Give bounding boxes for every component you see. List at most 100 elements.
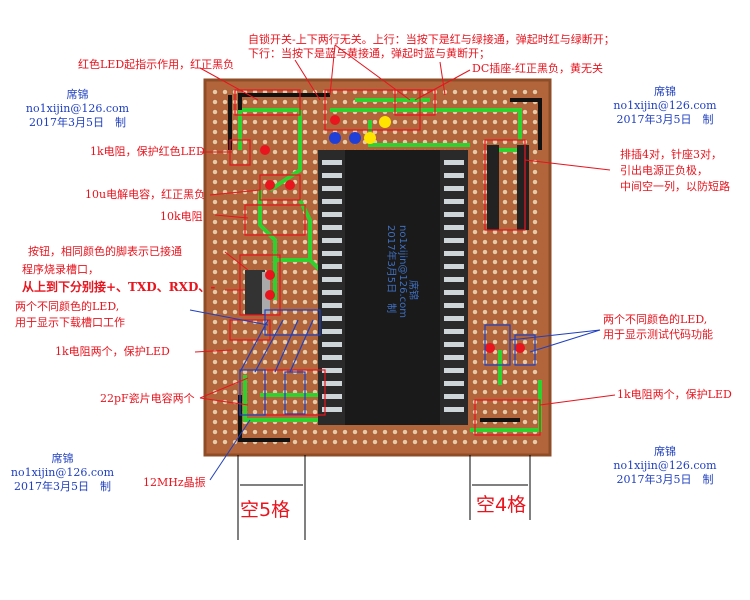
pad-hole <box>212 359 218 365</box>
pad-hole <box>342 429 348 435</box>
pad-hole <box>242 149 248 155</box>
pad-hole <box>312 289 318 295</box>
pad-hole <box>482 289 488 295</box>
pad-hole <box>302 279 308 285</box>
pad-hole <box>312 279 318 285</box>
pad-hole <box>292 239 298 245</box>
pad-hole <box>512 169 518 175</box>
pad-hole <box>362 429 368 435</box>
pad-hole <box>502 409 508 415</box>
pad-hole <box>212 199 218 205</box>
pad-hole <box>402 439 408 445</box>
pad-hole <box>292 249 298 255</box>
pad-hole <box>222 269 228 275</box>
pad-hole <box>492 329 498 335</box>
socket-pin <box>322 199 342 204</box>
pad-hole <box>502 319 508 325</box>
pad-hole <box>512 259 518 265</box>
pad-hole <box>252 399 258 405</box>
pad-hole <box>282 269 288 275</box>
slot-annotation: 程序烧录槽口， <box>22 263 99 276</box>
socket-pin <box>322 277 342 282</box>
pad-hole <box>522 369 528 375</box>
pad-hole <box>212 109 218 115</box>
pad-hole <box>342 439 348 445</box>
spacing-right-label: 空4格 <box>476 494 527 516</box>
pad-hole <box>212 369 218 375</box>
pad-hole <box>272 169 278 175</box>
pad-hole <box>232 389 238 395</box>
pad-hole <box>532 109 538 115</box>
pad-hole <box>272 129 278 135</box>
cap-22p-annotation: 22pF瓷片电容两个 <box>100 392 195 405</box>
pad-hole <box>262 429 268 435</box>
pad-hole <box>502 359 508 365</box>
pad-hole <box>232 199 238 205</box>
pad-hole <box>262 159 268 165</box>
pad-hole <box>242 369 248 375</box>
led-download-annotation-1: 两个不同颜色的LED, <box>15 300 120 313</box>
pad-hole <box>502 209 508 215</box>
pad-hole <box>262 169 268 175</box>
pad-hole <box>302 359 308 365</box>
pad-hole <box>312 109 318 115</box>
pad-hole <box>382 129 388 135</box>
pad-hole <box>252 249 258 255</box>
pad-hole <box>302 319 308 325</box>
pad-hole <box>532 329 538 335</box>
author-block-top-right: 席锦 no1xijin@126.com 2017年3月5日 制 <box>605 85 725 127</box>
pad-hole <box>322 139 328 145</box>
pad-hole <box>432 429 438 435</box>
pad-hole <box>482 299 488 305</box>
pad-hole <box>272 159 278 165</box>
pad-hole <box>252 379 258 385</box>
pad-hole <box>262 239 268 245</box>
pad-hole <box>502 399 508 405</box>
pad-hole <box>232 149 238 155</box>
pad-hole <box>302 179 308 185</box>
pad-hole <box>262 139 268 145</box>
pad-hole <box>482 309 488 315</box>
chip-text: 席锦 no1xijin@126.com 2017年3月5日 制 <box>385 225 420 318</box>
pad-hole <box>292 279 298 285</box>
socket-pin <box>444 355 464 360</box>
pad-hole <box>492 309 498 315</box>
pad-hole <box>532 139 538 145</box>
pad-hole <box>342 99 348 105</box>
pad-hole <box>472 269 478 275</box>
pad-hole <box>252 159 258 165</box>
pad-hole <box>412 429 418 435</box>
pad-hole <box>232 179 238 185</box>
pad-hole <box>472 189 478 195</box>
pad-hole <box>532 409 538 415</box>
pad-hole <box>222 129 228 135</box>
pad-hole <box>222 409 228 415</box>
pad-hole <box>232 139 238 145</box>
pad-hole <box>492 259 498 265</box>
author-name: 席锦 <box>51 452 74 465</box>
pad-hole <box>272 139 278 145</box>
pad-hole <box>472 319 478 325</box>
pad-hole <box>492 279 498 285</box>
led-test-annotation-1: 两个不同颜色的LED, <box>603 313 708 326</box>
pad-hole <box>252 209 258 215</box>
pad-hole <box>522 409 528 415</box>
pad-hole <box>532 189 538 195</box>
pad-hole <box>402 129 408 135</box>
pad-hole <box>512 389 518 395</box>
pad-hole <box>492 359 498 365</box>
pad-hole <box>432 439 438 445</box>
pad-hole <box>402 119 408 125</box>
pad-hole <box>282 239 288 245</box>
pad-hole <box>272 319 278 325</box>
pad-hole <box>392 129 398 135</box>
pad-hole <box>212 119 218 125</box>
pad-hole <box>212 249 218 255</box>
pad-hole <box>492 319 498 325</box>
pad-hole <box>522 439 528 445</box>
pad-hole <box>222 279 228 285</box>
pad-hole <box>472 379 478 385</box>
pad-hole <box>262 219 268 225</box>
pad-hole <box>422 439 428 445</box>
pad-hole <box>312 409 318 415</box>
